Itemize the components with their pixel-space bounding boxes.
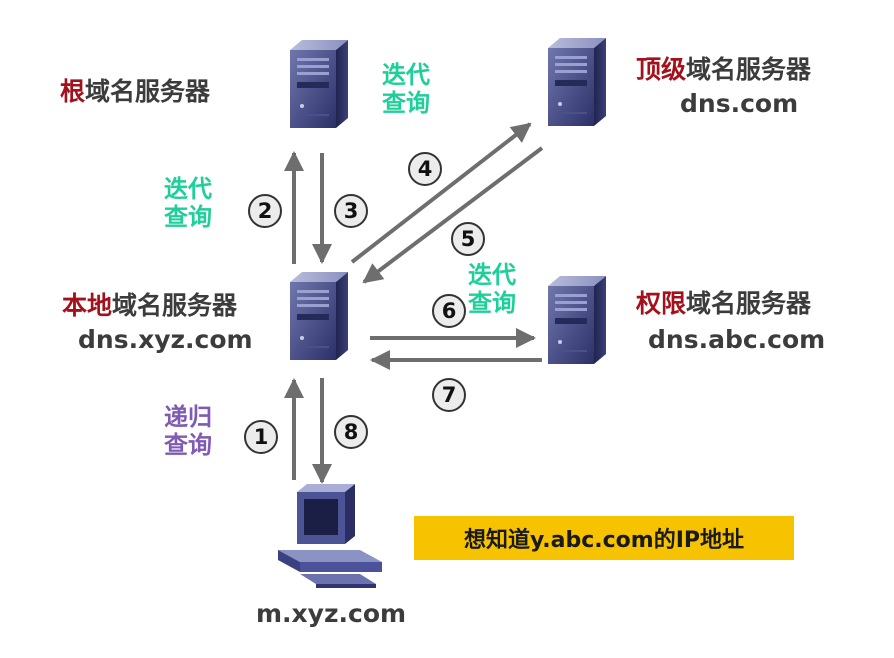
arrow-5-tld-to-local xyxy=(362,146,544,284)
step-1-badge: 1 xyxy=(244,420,278,454)
local-server-icon xyxy=(290,272,348,360)
local-server-host: dns.xyz.com xyxy=(78,325,253,354)
step-3-badge: 3 xyxy=(334,194,368,228)
auth-server-label: 权限域名服务器 xyxy=(636,289,812,318)
computer-icon xyxy=(278,484,382,588)
local-server-label: 本地域名服务器 xyxy=(62,291,238,320)
step-8-badge: 8 xyxy=(334,415,368,449)
query-goal-note: 想知道y.abc.com的IP地址 xyxy=(414,516,794,560)
tld-server-icon xyxy=(548,38,606,126)
step-5-badge: 5 xyxy=(451,222,485,256)
tld-server-label: 顶级域名服务器 xyxy=(636,55,812,84)
auth-server-host: dns.abc.com xyxy=(648,325,826,354)
tld-server-host: dns.com xyxy=(680,89,799,118)
root-server-icon xyxy=(290,40,348,128)
step-4-badge: 4 xyxy=(408,152,442,186)
auth-server-icon xyxy=(548,276,606,364)
iterative-query-label-root: 迭代查询 xyxy=(164,175,212,231)
iterative-query-label-tld: 迭代查询 xyxy=(382,61,430,117)
recursive-query-label: 递归查询 xyxy=(164,403,212,459)
client-host: m.xyz.com xyxy=(256,599,407,628)
arrow-4-local-to-tld xyxy=(350,122,532,264)
iterative-query-label-auth: 迭代查询 xyxy=(468,261,516,317)
step-6-badge: 6 xyxy=(432,294,466,328)
step-7-badge: 7 xyxy=(432,378,466,412)
root-server-label: 根域名服务器 xyxy=(60,77,211,106)
step-2-badge: 2 xyxy=(248,194,282,228)
